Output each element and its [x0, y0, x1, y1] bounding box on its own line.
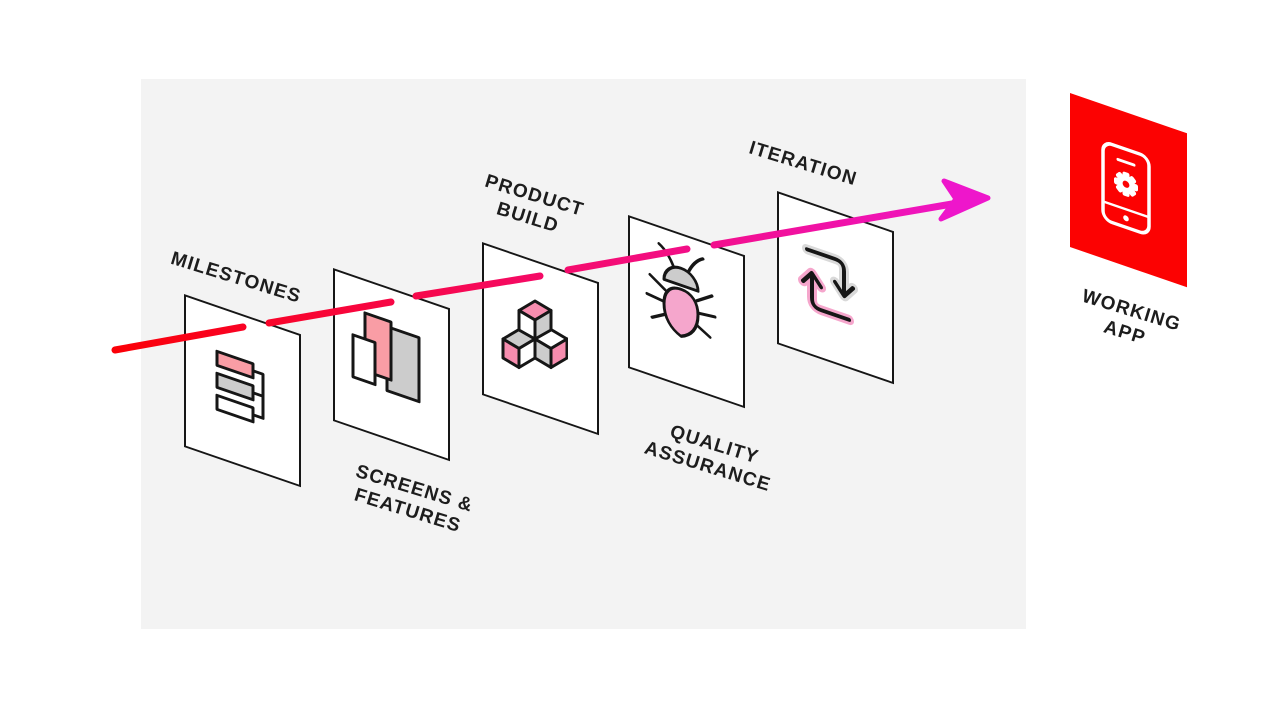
result-label-working-app: WORKING APP — [1079, 285, 1184, 350]
iso-cubes-icon — [501, 299, 568, 369]
result-card-working-app — [1070, 93, 1187, 288]
gantt-chart-icon — [215, 349, 264, 423]
stage-card-milestones — [184, 294, 301, 488]
phone-gear-icon — [1101, 142, 1151, 235]
